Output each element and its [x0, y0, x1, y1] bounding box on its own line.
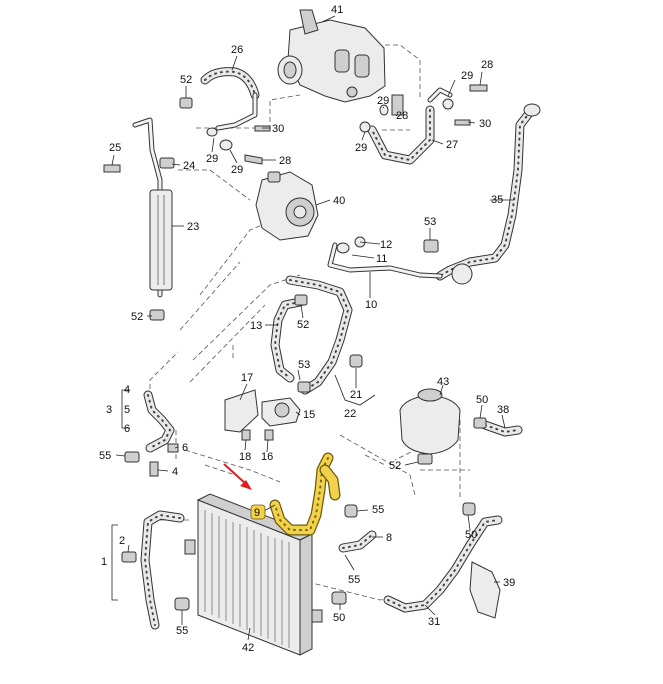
hose-38: [473, 417, 523, 437]
callout-26: 26: [231, 44, 243, 56]
callout-41: 41: [331, 4, 343, 16]
callout-4: 4: [172, 466, 178, 478]
hose-8: [331, 504, 377, 605]
heat-shield-39: [469, 561, 501, 619]
callout-30: 30: [479, 118, 491, 130]
callout-6: 6: [124, 423, 130, 435]
coolant-hose-9-highlight: [269, 452, 341, 536]
callout-52: 52: [131, 311, 143, 323]
callout-4: 4: [124, 384, 130, 396]
callout-55: 55: [99, 450, 111, 462]
hose-3: [124, 390, 179, 477]
callout-9: 9: [254, 507, 260, 519]
callout-labels: 41 26 52 29 28 29 28 30 29 27 30 25 24 2…: [99, 4, 515, 654]
callout-badge-9: [250, 504, 266, 520]
callout-31: 31: [428, 616, 440, 628]
callout-10: 10: [365, 299, 377, 311]
callout-23: 23: [187, 221, 199, 233]
hose-22: [285, 275, 363, 395]
radiator-hose-35: [435, 103, 541, 285]
callout-52: 52: [180, 74, 192, 86]
callout-5: 5: [124, 404, 130, 416]
hose-1: [121, 510, 190, 630]
callout-53: 53: [424, 216, 436, 228]
callout-16: 16: [261, 451, 273, 463]
callout-53: 53: [298, 359, 310, 371]
callout-29: 29: [355, 142, 367, 154]
highlight-arrow: [223, 463, 252, 490]
callout-39: 39: [503, 577, 515, 589]
callout-30: 30: [272, 123, 284, 135]
coolant-pipe-27: [367, 87, 453, 165]
hardware-top: [103, 84, 488, 173]
callout-25: 25: [109, 142, 121, 154]
callout-29: 29: [206, 153, 218, 165]
callout-1: 1: [101, 556, 107, 568]
callout-8: 8: [386, 532, 392, 544]
callout-15: 15: [303, 409, 315, 421]
callout-29: 29: [461, 70, 473, 82]
callout-35: 35: [491, 194, 503, 206]
callout-27: 27: [446, 139, 458, 151]
callout-11: 11: [376, 253, 387, 265]
callout-42: 42: [242, 642, 254, 654]
water-pump-40: [255, 171, 319, 241]
callout-2: 2: [119, 535, 125, 547]
callout-55: 55: [348, 574, 360, 586]
callout-28: 28: [481, 59, 493, 71]
callout-50: 50: [333, 612, 345, 624]
callout-28: 28: [396, 110, 408, 122]
hose-31: [383, 502, 503, 613]
callout-22: 22: [344, 408, 356, 420]
callout-29: 29: [377, 95, 389, 107]
expansion-tank-43: [399, 388, 461, 465]
hose-13: [270, 294, 308, 383]
callout-21: 21: [350, 389, 362, 401]
callout-28: 28: [279, 155, 291, 167]
callout-18: 18: [239, 451, 251, 463]
callout-12: 12: [380, 239, 392, 251]
callout-3: 3: [106, 404, 112, 416]
callout-29: 29: [231, 164, 243, 176]
callout-24: 24: [183, 160, 195, 172]
callout-6: 6: [182, 442, 188, 454]
coolant-pipe-10: [327, 236, 443, 279]
callout-38: 38: [497, 404, 509, 416]
leader-lines: [111, 15, 514, 641]
callout-55: 55: [176, 625, 188, 637]
callout-40: 40: [333, 195, 345, 207]
callout-52: 52: [297, 319, 309, 331]
callout-50: 50: [465, 529, 477, 541]
callout-55: 55: [372, 504, 384, 516]
callout-50: 50: [476, 394, 488, 406]
callout-13: 13: [250, 320, 262, 332]
callout-17: 17: [241, 372, 253, 384]
callout-52: 52: [389, 460, 401, 472]
coolant-housing-41: [277, 9, 386, 103]
auxiliary-pump-15: [224, 389, 301, 441]
hose-26: [200, 67, 260, 131]
callout-43: 43: [437, 376, 449, 388]
coolant-pipe-23: [132, 117, 173, 321]
